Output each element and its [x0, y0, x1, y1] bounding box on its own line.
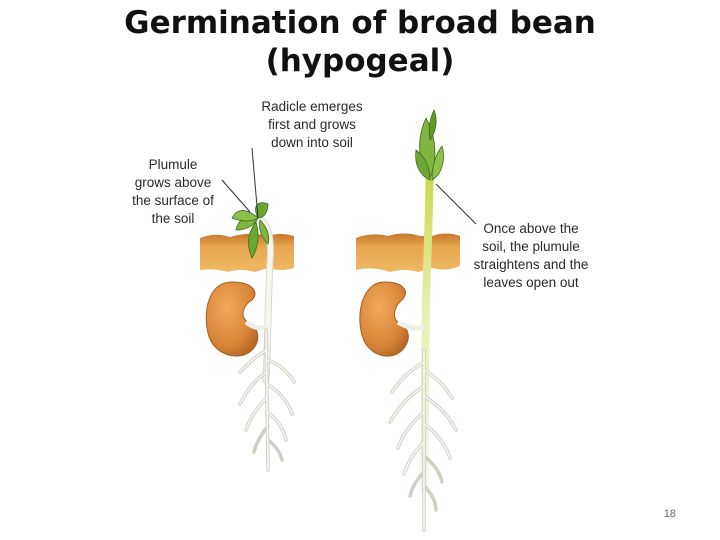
label-pointers: [221, 147, 477, 225]
right-seed: [359, 281, 409, 357]
plumule-pointer: [221, 179, 251, 213]
germination-illustration: [200, 109, 477, 532]
radicle-label: Radicle emerges first and grows down int…: [261, 99, 363, 150]
radicle-pointer: [251, 147, 259, 219]
left-plumule-leaves: [231, 202, 270, 259]
straighten-label: Once above the soil, the plumule straigh…: [473, 221, 589, 290]
page-number: 18: [663, 508, 676, 520]
right-seedling: [356, 109, 460, 532]
left-soil-strip: [200, 233, 294, 272]
slide-title: Germination of broad bean (hypogeal): [0, 4, 720, 80]
left-seed: [205, 281, 259, 357]
title-line-2: (hypogeal): [265, 43, 455, 79]
right-roots: [388, 348, 458, 532]
title-line-1: Germination of broad bean: [124, 5, 596, 41]
plumule-label: Plumule grows above the surface of the s…: [132, 157, 214, 226]
straighten-pointer: [435, 183, 477, 225]
germination-diagram: Radicle emerges first and grows down int…: [104, 98, 614, 535]
left-seedling: [200, 202, 296, 472]
right-plumule-leaves: [415, 109, 444, 181]
right-soil-strip: [356, 233, 460, 272]
